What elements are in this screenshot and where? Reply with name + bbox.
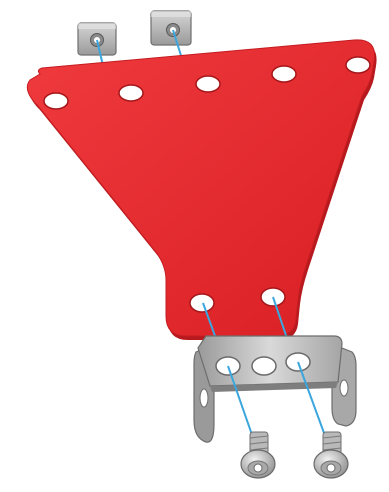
plate-hole-6: [190, 294, 214, 312]
plate-hole-3: [196, 76, 220, 92]
plate-hole-2: [119, 85, 143, 101]
trapezoid-plate: [27, 40, 376, 340]
bracket-hole-2: [252, 357, 276, 375]
screw-socket-icon: [327, 464, 335, 472]
plate-hole-5: [346, 57, 370, 73]
plate-hole-4: [272, 66, 296, 82]
screw-right: [314, 432, 348, 478]
bracket-side-hole-right: [340, 380, 348, 396]
square-nut-left: [78, 23, 116, 55]
screw-socket-icon: [254, 464, 262, 472]
u-bracket: [194, 336, 356, 442]
plate-hole-1: [44, 93, 68, 109]
bracket-side-hole-left: [200, 389, 208, 407]
screw-left: [241, 432, 275, 478]
square-nut-right: [151, 11, 191, 45]
